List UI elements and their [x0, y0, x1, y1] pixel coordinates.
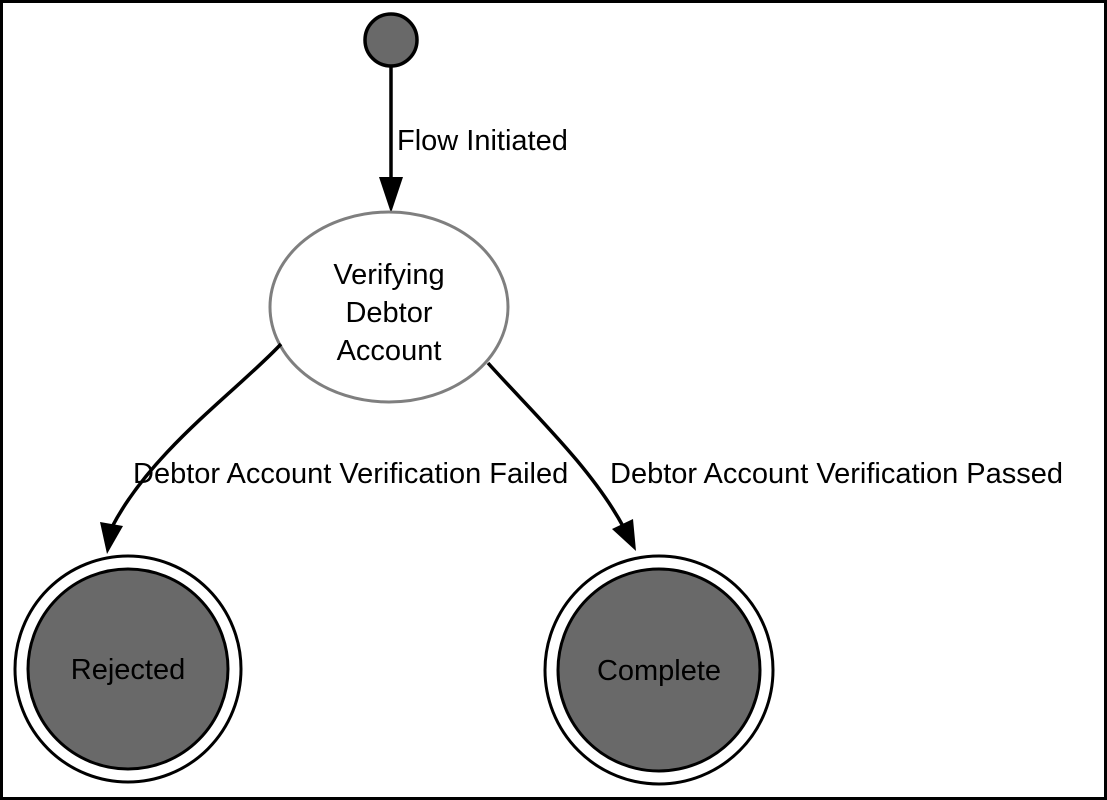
edge-verification-failed-curve — [110, 342, 283, 528]
arrowhead-down-icon — [379, 177, 403, 213]
rejected-final-state-node: Rejected — [13, 554, 243, 784]
verifying-debtor-account-node: Verifying Debtor Account — [268, 210, 510, 404]
final-state-label-rejected: Rejected — [71, 654, 185, 686]
edge-verification-passed: Debtor Account Verification Passed — [486, 361, 1063, 551]
final-state-inner-circle — [26, 567, 230, 771]
edge-verification-failed: Debtor Account Verification Failed — [100, 342, 568, 554]
complete-final-state-node: Complete — [543, 554, 775, 786]
edge-flow-initiated: Flow Initiated — [379, 66, 568, 213]
initial-state-node — [363, 12, 419, 68]
state-label-line-1: Verifying — [333, 259, 444, 291]
state-label-line-3: Account — [337, 335, 442, 367]
initial-state-dot — [363, 12, 419, 68]
state-label-line-2: Debtor — [345, 297, 432, 329]
state-ellipse — [268, 210, 510, 404]
final-state-inner-circle — [556, 567, 762, 773]
edge-label-verification-failed: Debtor Account Verification Failed — [133, 458, 568, 490]
final-state-label-complete: Complete — [597, 655, 721, 687]
edge-verification-passed-curve — [486, 361, 626, 529]
arrowhead-down-left-icon — [100, 522, 123, 554]
edge-label-flow-initiated: Flow Initiated — [397, 125, 568, 157]
edge-label-verification-passed: Debtor Account Verification Passed — [610, 458, 1063, 490]
arrowhead-down-right-icon — [612, 519, 636, 551]
